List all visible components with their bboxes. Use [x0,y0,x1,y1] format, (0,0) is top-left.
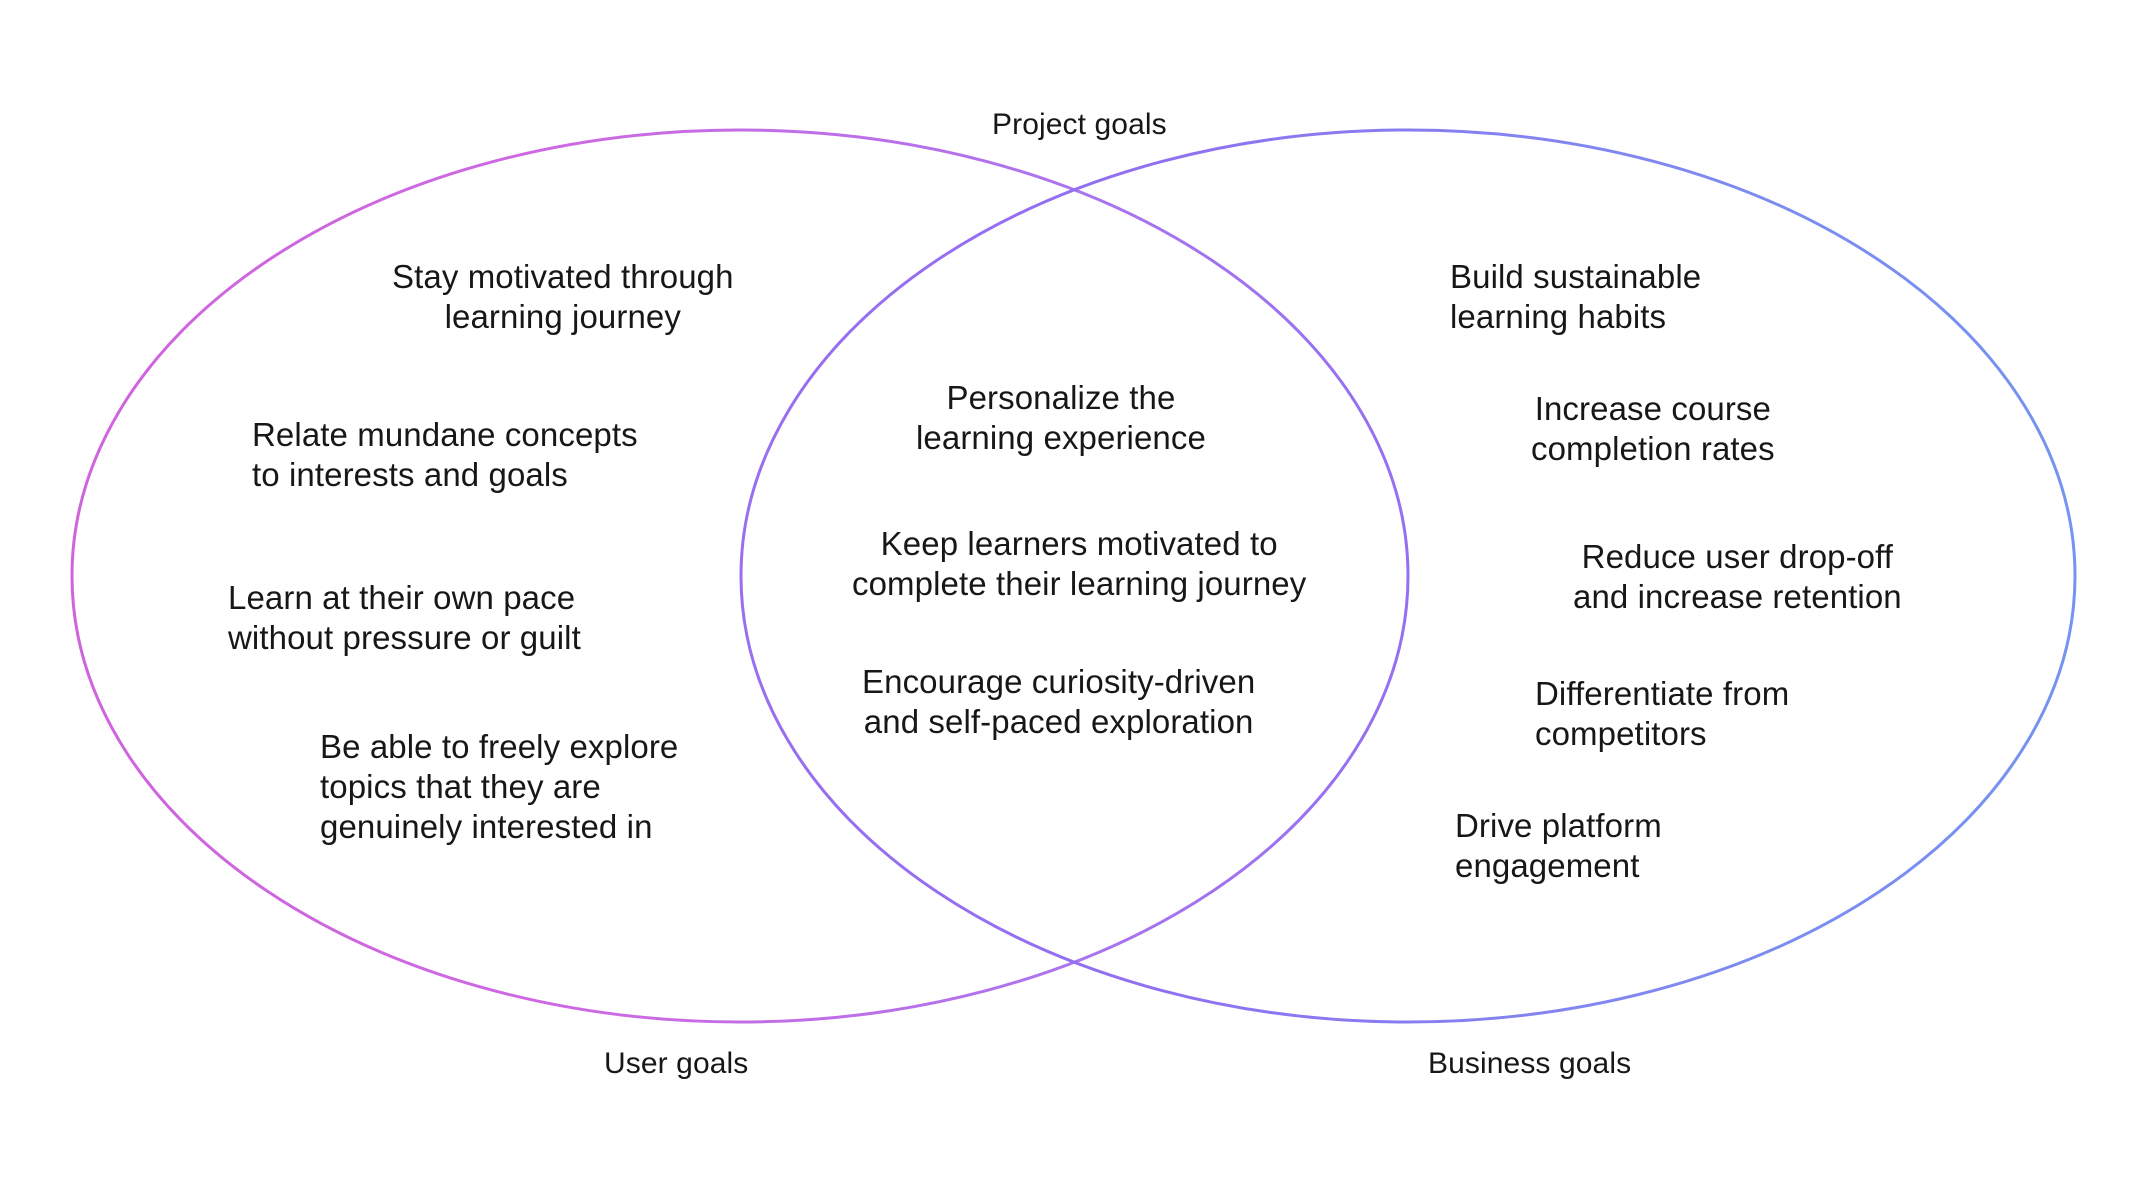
shared-goal-item: Encourage curiosity-driven and self-pace… [862,663,1256,740]
business-goal-item: Differentiate from competitors [1535,675,1790,752]
user-goal-item: Relate mundane concepts to interests and… [252,416,638,493]
user-goals-circle [70,128,1410,1024]
shared-goal-item: Personalize the learning experience [916,379,1206,456]
business-goals-circle [739,128,2077,1024]
business-goal-item: Reduce user drop-off and increase retent… [1573,538,1902,615]
business-goal-item: Drive platform engagement [1455,807,1662,884]
user-goal-item: Learn at their own pace without pressure… [228,579,581,656]
business-goal-item: Build sustainable learning habits [1450,258,1702,335]
shared-goal-item: Keep learners motivated to complete thei… [852,525,1307,602]
business-goal-item: Increase course completion rates [1531,390,1775,467]
overlap-region-title: Project goals [992,108,1167,141]
user-goal-item: Stay motivated through learning journey [392,258,734,335]
left-region-title: User goals [604,1047,749,1080]
user-goal-item: Be able to freely explore topics that th… [320,728,679,845]
right-region-title: Business goals [1428,1047,1632,1080]
